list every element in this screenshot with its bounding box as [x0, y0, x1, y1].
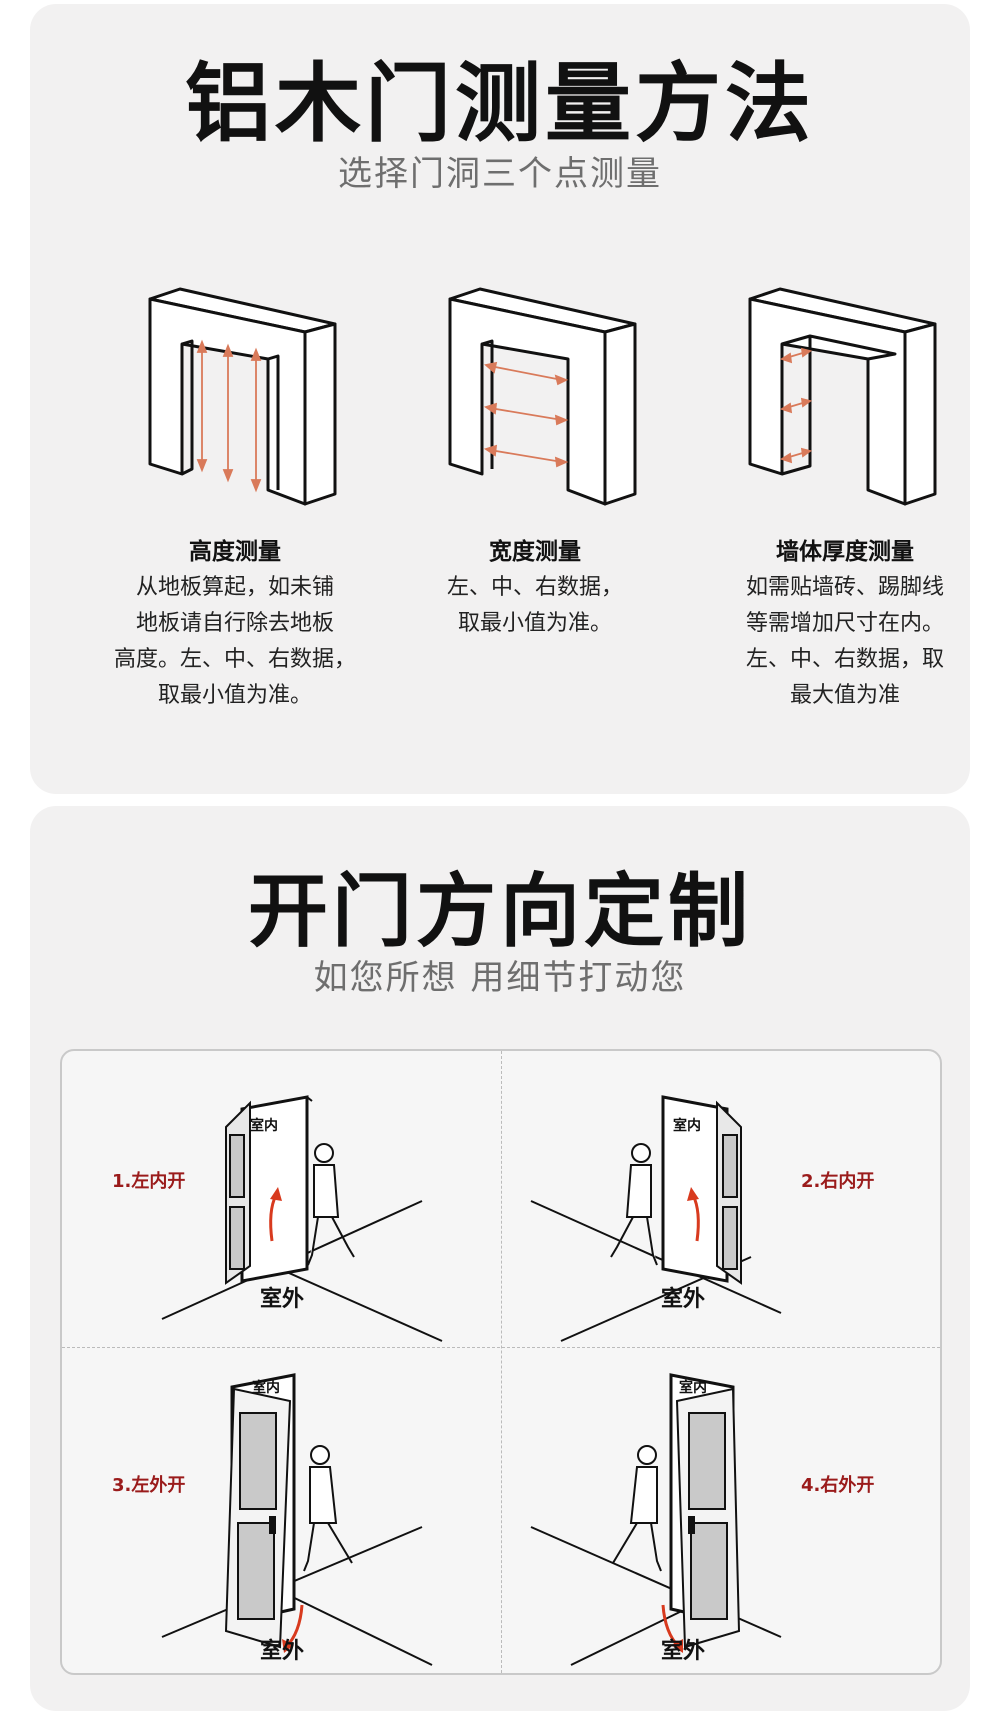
option-label: 2.右内开: [801, 1171, 875, 1192]
option-left-outward[interactable]: 3.左外开 室内 室外: [62, 1347, 501, 1673]
right-outward-door-icon: [530, 1373, 782, 1666]
opening-direction-title: 开门方向定制: [248, 865, 752, 958]
height-measure-line: 从地板算起，如未铺: [135, 575, 334, 600]
option-right-outward[interactable]: 4.右外开 室内 室外: [501, 1347, 940, 1673]
option-label: 4.右外开: [801, 1475, 875, 1496]
grid-divider-vertical: [501, 1051, 502, 1673]
door-frame-height-icon: [148, 287, 337, 506]
width-measure-line: 取最小值为准。: [457, 611, 612, 636]
height-measure-line: 地板请自行除去地板: [135, 611, 334, 636]
outdoor-label: 室外: [260, 1639, 305, 1664]
thickness-measure-title: 墙体厚度测量: [776, 539, 914, 565]
opening-direction-panel: 开门方向定制 如您所想 用细节打动您: [30, 806, 970, 1711]
outdoor-label: 室外: [260, 1287, 305, 1312]
option-label: 1.左内开: [112, 1171, 186, 1192]
option-right-inward[interactable]: 2.右内开 室内 室外: [501, 1051, 940, 1347]
indoor-label: 室内: [252, 1380, 280, 1396]
measurement-panel: 铝木门测量方法 选择门洞三个点测量: [30, 4, 970, 794]
door-frame-width-icon: [448, 287, 637, 506]
option-left-inward[interactable]: 1.左内开 室内 室外: [62, 1051, 501, 1347]
option-label: 3.左外开: [112, 1475, 186, 1496]
left-inward-door-icon: [161, 1095, 443, 1342]
outdoor-label: 室外: [661, 1287, 706, 1312]
thickness-measure-line: 如需贴墙砖、踢脚线: [745, 575, 944, 600]
door-frame-thickness-icon: [748, 287, 937, 506]
indoor-label: 室内: [673, 1118, 701, 1134]
thickness-measure-line: 等需增加尺寸在内。: [745, 611, 944, 636]
height-measure-title: 高度测量: [189, 539, 281, 565]
thickness-measure-line: 左、中、右数据，取: [745, 647, 944, 672]
height-measure-block: 高度测量 从地板算起，如未铺 地板请自行除去地板 高度。左、中、右数据， 取最小…: [95, 534, 375, 714]
height-measure-line: 高度。左、中、右数据，: [113, 647, 356, 672]
right-inward-door-icon: [530, 1095, 782, 1342]
thickness-measure-line: 最大值为准: [789, 683, 900, 708]
opening-direction-subtitle: 如您所想 用细节打动您: [313, 958, 687, 998]
measurement-subtitle: 选择门洞三个点测量: [338, 154, 662, 194]
measurement-title: 铝木门测量方法: [185, 54, 815, 154]
width-measure-block: 宽度测量 左、中、右数据， 取最小值为准。: [395, 534, 675, 642]
height-measure-line: 取最小值为准。: [157, 683, 312, 708]
left-outward-door-icon: [161, 1373, 433, 1666]
grid-divider-horizontal: [62, 1347, 940, 1348]
thickness-measure-block: 墙体厚度测量 如需贴墙砖、踢脚线 等需增加尺寸在内。 左、中、右数据，取 最大值…: [695, 534, 995, 714]
width-measure-line: 左、中、右数据，: [446, 575, 623, 600]
width-measure-title: 宽度测量: [489, 539, 581, 565]
indoor-label: 室内: [250, 1118, 278, 1134]
outdoor-label: 室外: [661, 1639, 706, 1664]
indoor-label: 室内: [679, 1380, 707, 1396]
opening-options-grid: 1.左内开 室内 室外: [60, 1049, 942, 1675]
